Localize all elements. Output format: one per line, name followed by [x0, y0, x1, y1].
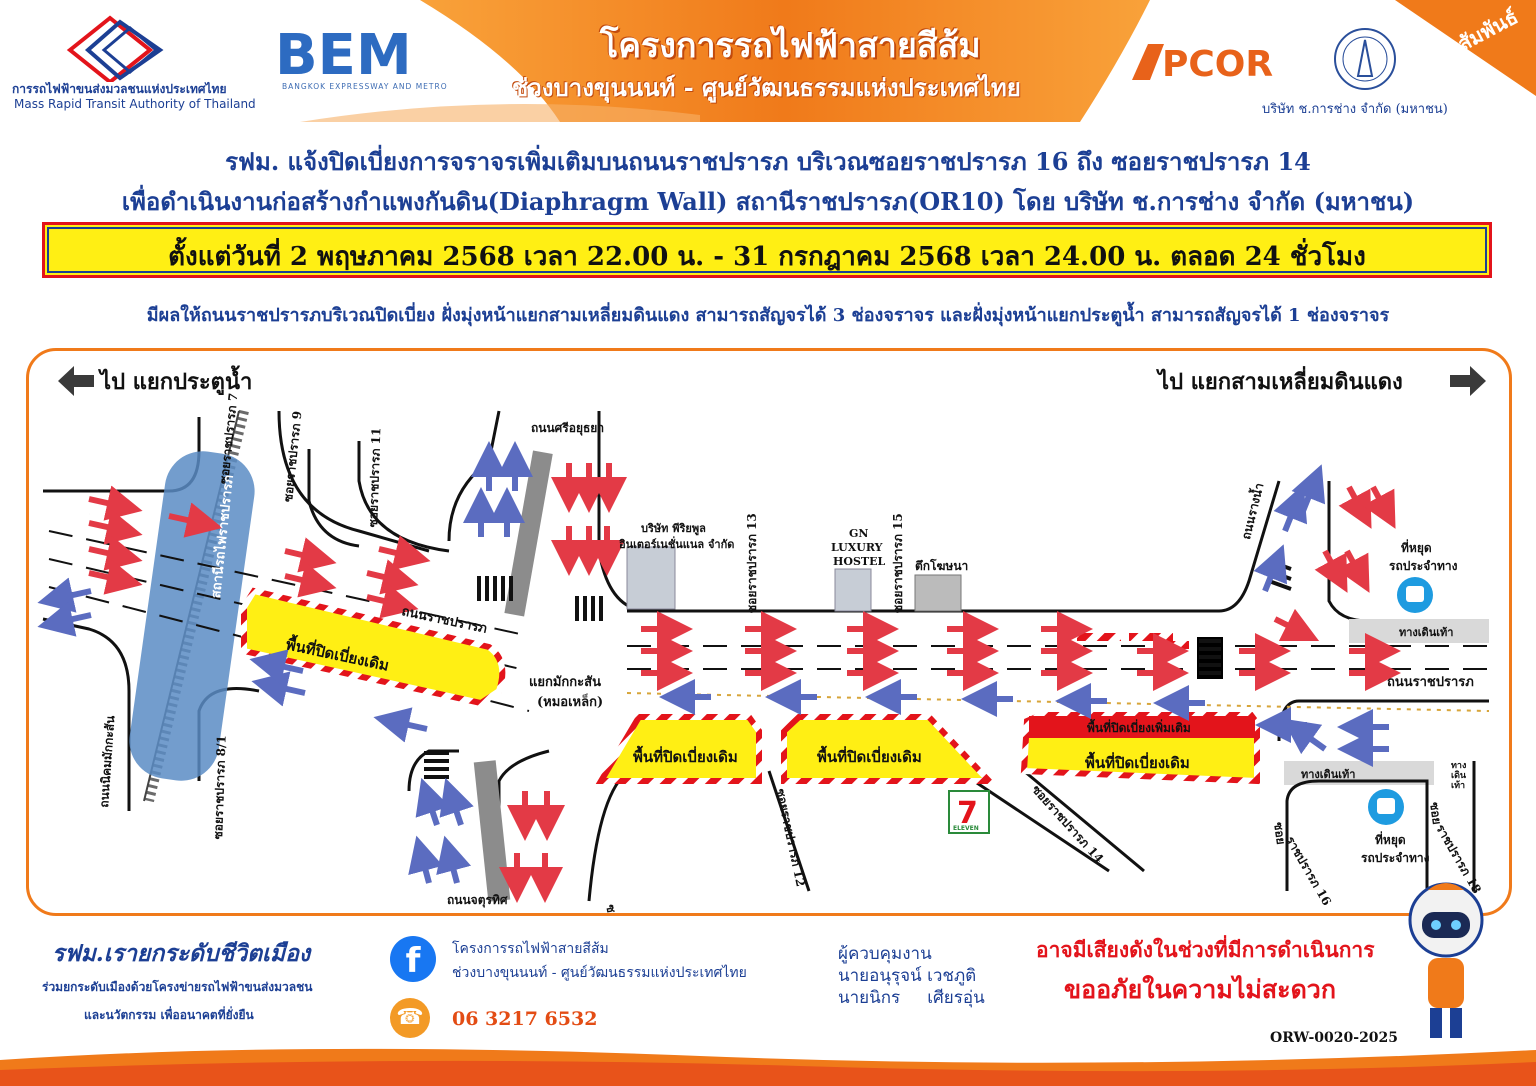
seven-eleven-icon: 7 ELEVEN	[948, 790, 990, 834]
header-wave-background	[300, 0, 1150, 122]
slogan-sub-2: และนวัตกรรม เพื่ออนาคตที่ยั่งยืน	[84, 1008, 254, 1022]
median	[473, 760, 511, 902]
bus-stop-top-label-2: รถประจำทาง	[1389, 559, 1458, 573]
arrow-right-icon	[1450, 366, 1486, 396]
slogan-sub-1: ร่วมยกระดับเมืองด้วยโครงข่ายรถไฟฟ้าขนส่ง…	[42, 980, 313, 994]
road-label-soi8-1: ซอยราชปรารภ 8/1	[210, 734, 229, 840]
zone-label-existing-3: พื้นที่ปิดเบี่ยงเดิม	[817, 748, 922, 766]
mrta-name-en: Mass Rapid Transit Authority of Thailand	[14, 97, 256, 111]
sidewalk-label: ทางเดินเท้า	[1451, 761, 1467, 791]
road-edge	[1023, 769, 1145, 873]
mascot-icon	[1408, 882, 1484, 1038]
zone-label-existing-2: พื้นที่ปิดเบี่ยงเดิม	[633, 748, 738, 766]
junction-sub-label: (หมอเหล็ก)	[537, 695, 604, 710]
pr-corner-ribbon	[1395, 0, 1536, 96]
junction-label: แยกมักกะสัน	[529, 675, 601, 690]
road-label-sri-ayutthaya: ถนนศรีอยุธยา	[531, 421, 605, 435]
phone-icon: ☎	[390, 998, 430, 1038]
project-segment: ช่วงบางขุนนนท์ - ศูนย์วัฒนธรรมแห่งประเทศ…	[512, 73, 1021, 102]
traffic-map: 7 ELEVEN ซอยราชปรารภ 7 ซอยราชปรารภ 9 ซอย…	[26, 348, 1512, 916]
bus-stop-top-label-1: ที่หยุด	[1401, 541, 1432, 555]
mrta-name-th: การรถไฟฟ้าขนส่งมวลชนแห่งประเทศไทย	[12, 82, 227, 96]
pcor-logo-icon	[1132, 44, 1164, 80]
place-company: บริษัท พีริยพูล	[641, 522, 706, 535]
road-label-soi15: ซอยราชปรารภ 15	[891, 513, 905, 613]
road-edge	[587, 769, 630, 902]
road-edge	[767, 770, 811, 892]
facebook-page-name[interactable]: โครงการรถไฟฟ้าสายสีส้ม	[452, 941, 609, 957]
closure-zone-existing	[595, 714, 762, 784]
bus-stop-bottom-label-2: รถประจำทาง	[1361, 851, 1430, 865]
bus-stop-bottom-label-1: ที่หยุด	[1375, 833, 1406, 847]
road-edge-top	[627, 480, 1281, 613]
place-company-2: อินเตอร์เนชั่นแนล จำกัด	[619, 538, 735, 551]
footer-wave	[0, 1048, 1536, 1086]
road-edge	[42, 617, 131, 811]
apology: ขออภัยในความไม่สะดวก	[1064, 975, 1336, 1004]
facebook-page-name-2[interactable]: ช่วงบางขุนนนท์ - ศูนย์วัฒนธรรมแห่งประเทศ…	[452, 965, 747, 981]
place-hostel-1: GN	[849, 527, 869, 540]
road-edge	[497, 749, 550, 881]
svg-text:7: 7	[957, 796, 978, 831]
period-text: ตั้งแต่วันที่ 2 พฤษภาคม 2568 เวลา 22.00 …	[168, 242, 1366, 272]
effect-text: มีผลให้ถนนราชปรารภบริเวณปิดเบี่ยง ฝั่งมุ…	[146, 305, 1390, 326]
noise-warning: อาจมีเสียงดังในช่วงที่มีการดำเนินการ	[1036, 937, 1375, 962]
road-edge	[1285, 779, 1429, 891]
place-hostel-2: LUXURY	[831, 541, 883, 554]
traffic-arrows-blue	[37, 441, 1389, 884]
median	[504, 450, 553, 617]
closure-zone-existing	[781, 714, 996, 784]
map-drawing: 7 ELEVEN	[37, 409, 1490, 903]
project-title: โครงการรถไฟฟ้าสายสีส้ม	[600, 26, 981, 66]
phone-number[interactable]: 06 3217 6532	[452, 1008, 598, 1030]
contractor-name: บริษัท ช.การช่าง จำกัด (มหาชน)	[1262, 102, 1448, 117]
bem-subtitle: BANGKOK EXPRESSWAY AND METRO	[282, 82, 448, 91]
announcement-line1: รฟม. แจ้งปิดเบี่ยงการจราจรเพิ่มเติมบนถนน…	[225, 147, 1311, 176]
bus-stop-icon	[1368, 577, 1433, 825]
road-label-soi13: ซอยราชปรารภ 13	[745, 513, 759, 613]
station-area	[129, 451, 255, 781]
arrow-left-icon	[58, 366, 94, 396]
road-label-ratchaprarop-right: ถนนราชปรารภ	[1387, 675, 1474, 690]
slogan: รฟม.เรายกระดับชีวิตเมือง	[52, 940, 311, 967]
direction-right: ไป แยกสามเหลี่ยมดินแดง	[1158, 369, 1403, 395]
sidewalk-label: ทางเดินเท้า	[1301, 768, 1356, 781]
place-hostel-3: HOSTEL	[833, 555, 886, 568]
supervisor-1: นายอนุรุจน์ เวชภูติ	[838, 966, 977, 986]
supervisor-title: ผู้ควบคุมงาน	[838, 944, 932, 964]
facebook-icon[interactable]: f	[390, 936, 436, 982]
sidewalk-label: ทางเดินเท้า	[1399, 626, 1454, 639]
ch-karnchang-seal-icon	[1334, 28, 1396, 90]
road-edge	[958, 769, 1110, 873]
road-edge	[307, 449, 360, 548]
pcor-logo-text: PCOR	[1162, 44, 1274, 85]
supervisor-2: นายนิกร เศียรอุ่น	[838, 988, 985, 1008]
traffic-arrows-red	[88, 463, 1401, 903]
road-label-soi11: ซอยราชปรารภ 11	[365, 427, 384, 528]
place-tikosana: ตึกโฆษนา	[915, 559, 969, 573]
seven-eleven-text: ELEVEN	[953, 825, 979, 832]
bem-logo-icon: BEM	[275, 30, 412, 80]
bem-logo-text: BEM	[275, 30, 412, 80]
building-icon	[626, 546, 962, 612]
closure-zone-existing	[241, 587, 506, 707]
road-label-chaturathit: ถนนจตุรทิศ	[447, 893, 508, 907]
zone-label-existing-4: พื้นที่ปิดเบี่ยงเดิม	[1085, 754, 1190, 772]
period-box: ตั้งแต่วันที่ 2 พฤษภาคม 2568 เวลา 22.00 …	[42, 222, 1492, 278]
direction-left: ไป แยกประตูน้ำ	[100, 369, 253, 395]
document-number: ORW-0020-2025	[1270, 1030, 1399, 1046]
header: การรถไฟฟ้าขนส่งมวลชนแห่งประเทศไทย Mass R…	[0, 0, 1536, 122]
zone-label-additional: พื้นที่ปิดเบี่ยงเพิ่มเติม	[1087, 721, 1191, 735]
closure-zone-additional	[1029, 716, 1255, 738]
announcement-line2: เพื่อดำเนินงานก่อสร้างกำแพงกันดิน(Diaphr…	[121, 187, 1415, 216]
road-edge	[277, 410, 430, 553]
mrta-logo-icon	[66, 15, 164, 82]
